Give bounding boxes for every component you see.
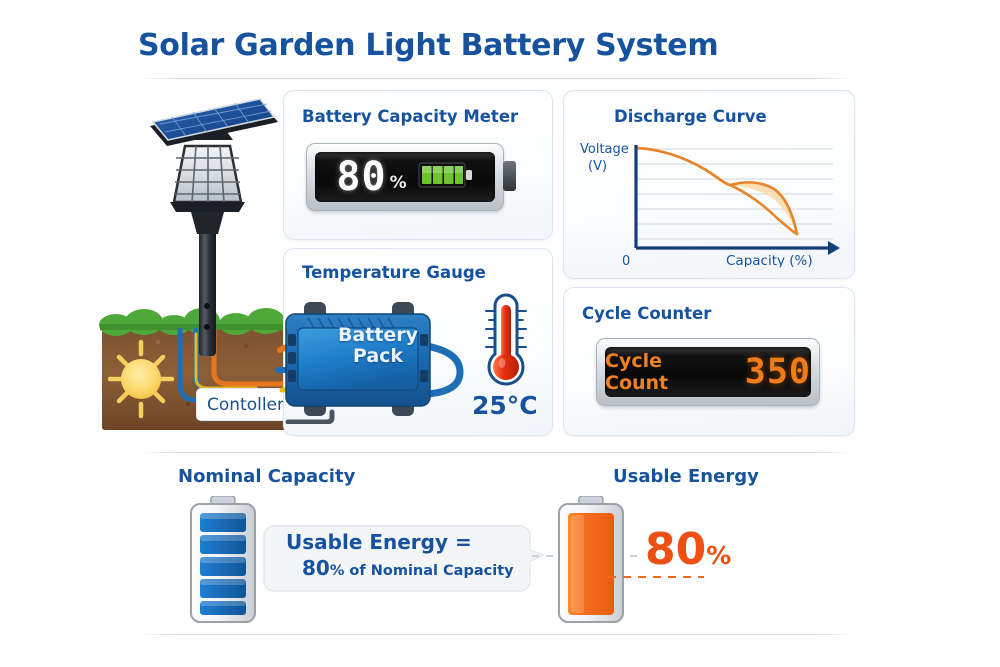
page-title: Solar Garden Light Battery System	[138, 28, 719, 63]
cycle-display-shell: Cycle Count 350	[596, 338, 820, 406]
card-battery-capacity-meter: Battery Capacity Meter 80 %	[283, 90, 553, 240]
thermometer-icon	[485, 293, 527, 386]
callout-bubble	[263, 525, 544, 592]
chart-axes	[634, 145, 840, 255]
temperature-card-title: Temperature Gauge	[302, 263, 486, 282]
battery-pack-device	[275, 302, 464, 424]
chart-series-lower	[634, 146, 799, 236]
cycle-count-value: 350	[744, 352, 811, 392]
cycle-display-screen: Cycle Count 350	[605, 347, 811, 397]
controller-label: Contoller	[196, 388, 295, 421]
divider-top	[138, 78, 856, 79]
nominal-battery-segments	[200, 513, 246, 615]
usable-percent-unit: %	[706, 541, 732, 570]
callout-percent-rest: % of Nominal Capacity	[329, 563, 514, 579]
capacity-card-title: Battery Capacity Meter	[302, 107, 519, 126]
lamp-pole	[199, 196, 216, 356]
capacity-unit: %	[389, 173, 407, 193]
chart-xlabel: Capacity (%)	[726, 253, 813, 267]
temperature-reading: 25°C	[472, 391, 538, 420]
solar-garden-light-illustration	[99, 98, 322, 430]
callout-line-2: 80% of Nominal Capacity	[268, 556, 530, 580]
battery-pack-label: Battery Pack	[337, 324, 419, 368]
usable-percent-value: 80	[645, 524, 707, 575]
nominal-capacity-battery	[190, 496, 256, 623]
callout-percent-value: 80	[302, 556, 330, 580]
usable-energy-percent: 80%	[645, 524, 731, 575]
discharge-card-title: Discharge Curve	[614, 107, 767, 126]
cycle-count-label: Cycle Count	[605, 350, 669, 394]
usable-percent-connector	[608, 576, 704, 578]
callout-line-1: Usable Energy =	[286, 530, 472, 554]
usable-energy-heading: Usable Energy	[613, 466, 759, 487]
callout-content: Usable Energy = 80% of Nominal Capacity	[268, 524, 530, 586]
chart-ylabel-line2: (V)	[588, 159, 607, 174]
card-discharge-curve: Discharge Curve Voltage (V) 0 Capacity (…	[563, 90, 855, 279]
chart-ylabel-line1: Voltage	[580, 142, 629, 157]
lamp-head	[170, 132, 245, 234]
solar-panel	[150, 98, 278, 146]
card-temperature-gauge: Temperature Gauge	[275, 248, 553, 436]
cycle-card-title: Cycle Counter	[582, 304, 712, 323]
capacity-meter-shell: 80 %	[306, 143, 504, 211]
chart-gridlines	[636, 148, 833, 240]
nominal-capacity-heading: Nominal Capacity	[178, 466, 356, 487]
usable-energy-battery	[558, 496, 624, 623]
divider-bottom	[138, 634, 856, 635]
controller-label-text: Contoller	[206, 394, 284, 415]
discharge-curve-chart: Voltage (V) 0 Capacity (%)	[580, 142, 840, 267]
sun-icon	[107, 339, 175, 419]
capacity-value: 80	[336, 154, 387, 200]
divider-middle	[138, 452, 856, 453]
card-cycle-counter: Cycle Counter Cycle Count 350	[563, 287, 855, 436]
battery-level-icon	[417, 160, 474, 194]
capacity-meter-nub	[503, 161, 516, 191]
capacity-meter-screen: 80 %	[315, 152, 495, 202]
chart-origin-label: 0	[622, 254, 630, 267]
